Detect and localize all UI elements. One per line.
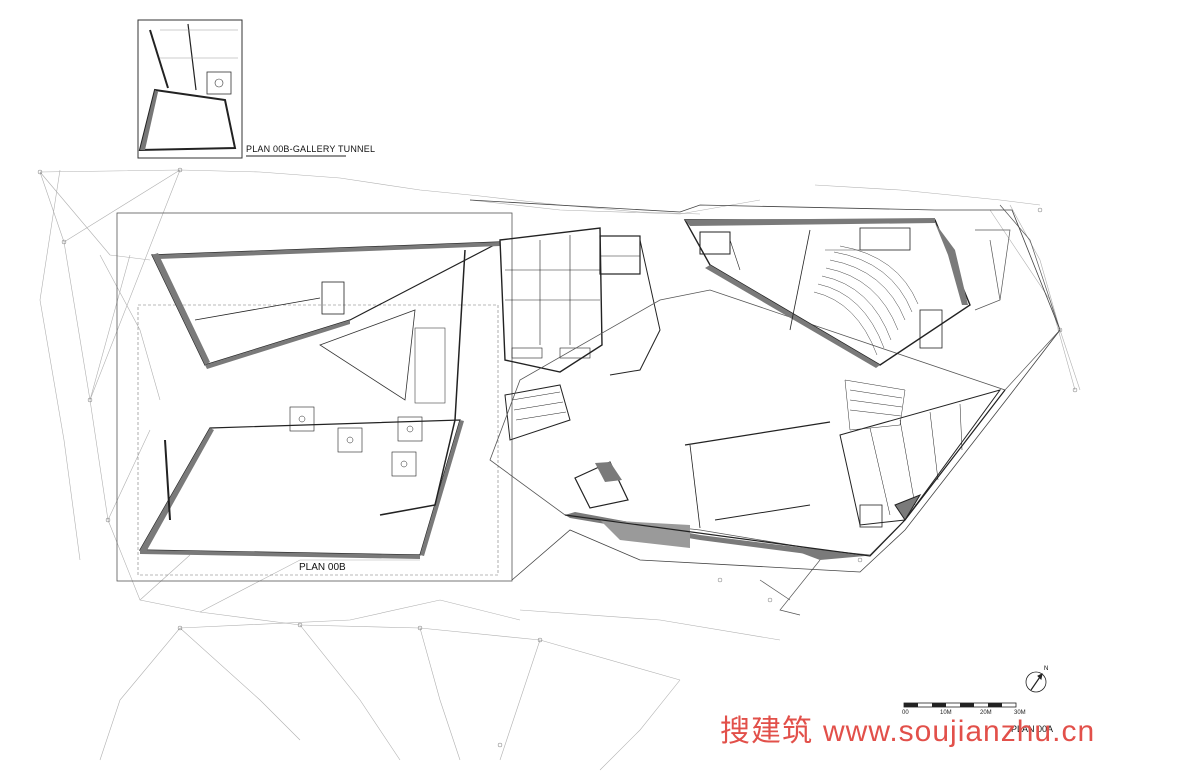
- central-service-block: [499, 227, 661, 376]
- scale-label-0: 00: [902, 710, 909, 716]
- inset-plan-title: PLAN 00B-GALLERY TUNNEL: [246, 144, 376, 154]
- watermark-cn: 搜建筑: [720, 714, 813, 749]
- auditorium-seating-rows: [813, 245, 919, 356]
- scale-label-10: 10M: [940, 710, 952, 716]
- auditorium: [683, 218, 971, 368]
- east-stair: [844, 379, 906, 431]
- inset-plan-gallery-tunnel: [137, 19, 243, 159]
- plan-00b-label: PLAN 00B: [299, 562, 346, 573]
- site-boundary: [116, 212, 513, 582]
- outer-envelope: [469, 199, 1061, 581]
- central-stair: [504, 384, 571, 441]
- dashed-zone: [137, 304, 499, 576]
- north-arrow-icon: [1025, 671, 1047, 693]
- scale-label-30: 30M: [1014, 710, 1026, 716]
- watermark: 搜建筑 www.soujianzhu.cn: [720, 706, 1095, 750]
- central-triangle-gallery: [319, 309, 416, 401]
- right-perimeter-walls: [564, 389, 1006, 560]
- connector-spine: [379, 249, 466, 516]
- right-ramp: [839, 389, 1002, 528]
- survey-grid-lines: [39, 169, 1081, 771]
- north-label: N: [1044, 666, 1049, 672]
- east-exterior-lines: [759, 204, 1061, 616]
- grid-node-markers: [37, 167, 1078, 748]
- scale-label-20: 20M: [980, 710, 992, 716]
- left-upper-gallery: [151, 241, 501, 369]
- plan-00a-label: PLAN 00A: [1011, 724, 1054, 734]
- scale-bar: [903, 702, 1017, 708]
- left-lower-gallery: [138, 406, 464, 559]
- watermark-url: www.soujianzhu.cn: [823, 715, 1096, 748]
